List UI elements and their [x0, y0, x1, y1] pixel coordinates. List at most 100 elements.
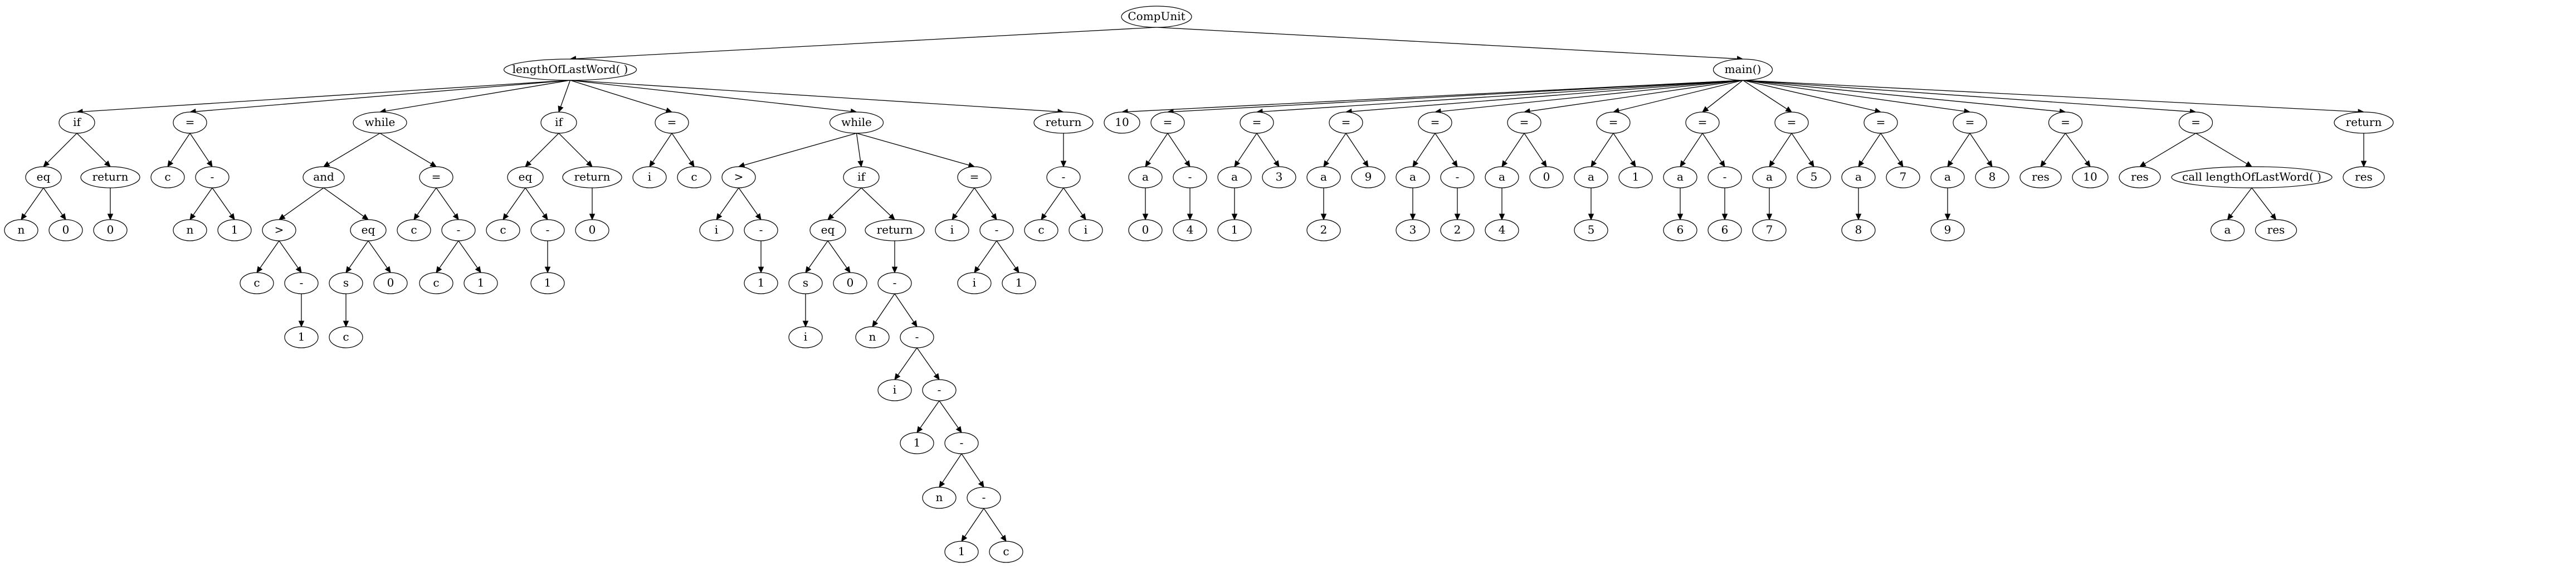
node-label: s — [343, 276, 349, 289]
edge-arrowhead — [1454, 213, 1461, 221]
node-a: a — [1485, 166, 1519, 188]
node-ellipse — [562, 166, 622, 188]
node-label: 9 — [1944, 223, 1951, 236]
node-ellipse — [1440, 166, 1475, 188]
node-label: if — [857, 170, 866, 183]
edge-arrowhead — [1412, 160, 1419, 168]
edge-arrowhead — [802, 321, 809, 328]
node-label: call lengthOfLastWord( ) — [2182, 170, 2321, 183]
tree-edge — [170, 133, 191, 163]
node-label: - — [457, 223, 461, 236]
tree-edge — [2043, 133, 2066, 163]
node-label: = — [432, 170, 441, 183]
node-minus: - — [441, 219, 476, 241]
node-c: c — [419, 272, 453, 294]
node-label: = — [1341, 115, 1351, 129]
node-10: 10 — [2072, 166, 2109, 188]
edge-arrowhead — [933, 373, 940, 380]
tree-edge — [920, 400, 940, 429]
tree-edge — [1969, 133, 1989, 163]
tree-edge — [349, 240, 369, 269]
node-label: return — [2346, 115, 2382, 129]
node-label: - — [982, 491, 986, 504]
edge-arrowhead — [104, 160, 111, 167]
edge-arrowhead — [1944, 213, 1951, 221]
node-a: a — [1396, 166, 1430, 188]
tree-edge — [652, 133, 672, 163]
node-label: 10 — [1115, 115, 1129, 129]
node-0: 0 — [575, 219, 609, 241]
tree-edge — [1743, 80, 2190, 112]
node-eq: eq — [25, 166, 62, 188]
tree-edge — [942, 453, 962, 483]
tree-edge — [1861, 133, 1881, 163]
node-label: n — [869, 330, 876, 343]
node-1: 1 — [217, 219, 252, 241]
node-a: a — [1128, 166, 1163, 188]
node-label: = — [1876, 115, 1886, 129]
edge-arrowhead — [1719, 160, 1725, 168]
node-9: 9 — [1930, 219, 1965, 241]
tree-edge — [1440, 80, 1743, 112]
node-label: c — [1038, 223, 1044, 236]
tree-edge — [379, 133, 432, 164]
node-label: a — [1499, 170, 1505, 183]
node-label: eq — [37, 170, 51, 183]
tree-edge — [744, 133, 857, 166]
edge-arrowhead — [894, 373, 901, 380]
node-label: a — [1409, 170, 1416, 183]
node-ellipse — [195, 166, 230, 188]
node-c: c — [486, 219, 520, 241]
node-label: while — [365, 115, 396, 129]
tree-edge — [671, 133, 691, 163]
node-label: = — [1609, 115, 1618, 129]
node-minus: - — [900, 326, 934, 348]
edge-arrowhead — [2270, 213, 2277, 220]
tree-edge — [939, 400, 959, 429]
node-n: n — [173, 219, 207, 241]
edge-arrowhead — [1145, 160, 1152, 168]
node-ellipse — [1663, 219, 1697, 241]
node-label: 1 — [1632, 170, 1640, 183]
node-ellipse — [1173, 219, 1207, 241]
node-label: = — [2061, 115, 2070, 129]
edge-arrowhead — [60, 213, 66, 220]
node-assign: = — [1418, 111, 1452, 134]
node-3: 3 — [1262, 166, 1296, 188]
node-c: c — [677, 166, 711, 188]
edge-arrowhead — [688, 160, 695, 168]
node-ellipse — [1033, 111, 1094, 134]
node-assign: = — [2048, 111, 2083, 134]
tree-edge — [1148, 133, 1168, 163]
edge-arrowhead — [1080, 213, 1086, 220]
edge-arrowhead — [1499, 213, 1505, 221]
node-ellipse — [1752, 166, 1787, 188]
edge-arrowhead — [1855, 213, 1862, 221]
tree-edge — [955, 187, 975, 216]
node-1: 1 — [530, 272, 565, 294]
tree-edge — [2231, 187, 2252, 216]
edge-arrowhead — [649, 160, 656, 168]
node-6: 6 — [1663, 219, 1697, 241]
node-n: n — [4, 219, 38, 241]
edge-arrowhead — [716, 213, 723, 220]
node-ellipse — [80, 166, 140, 188]
node-ellipse — [240, 272, 274, 294]
node-label: 9 — [1365, 170, 1372, 183]
edge-arrowhead — [1591, 160, 1597, 168]
node-if: if — [540, 111, 577, 134]
node-label: i — [804, 330, 807, 343]
tree-edge — [1706, 80, 1743, 109]
node-assign: = — [419, 166, 453, 188]
edge-arrowhead — [827, 213, 835, 220]
node-label: 1 — [758, 276, 765, 289]
node-ellipse — [1507, 111, 1541, 134]
tree-edge — [189, 133, 209, 163]
edge-arrowhead — [1808, 160, 1814, 168]
node-label: = — [1431, 115, 1440, 129]
node-assign: = — [957, 166, 992, 188]
node-label: res — [2032, 170, 2050, 183]
node-assign: = — [173, 111, 207, 134]
node-ellipse — [1069, 219, 1103, 241]
